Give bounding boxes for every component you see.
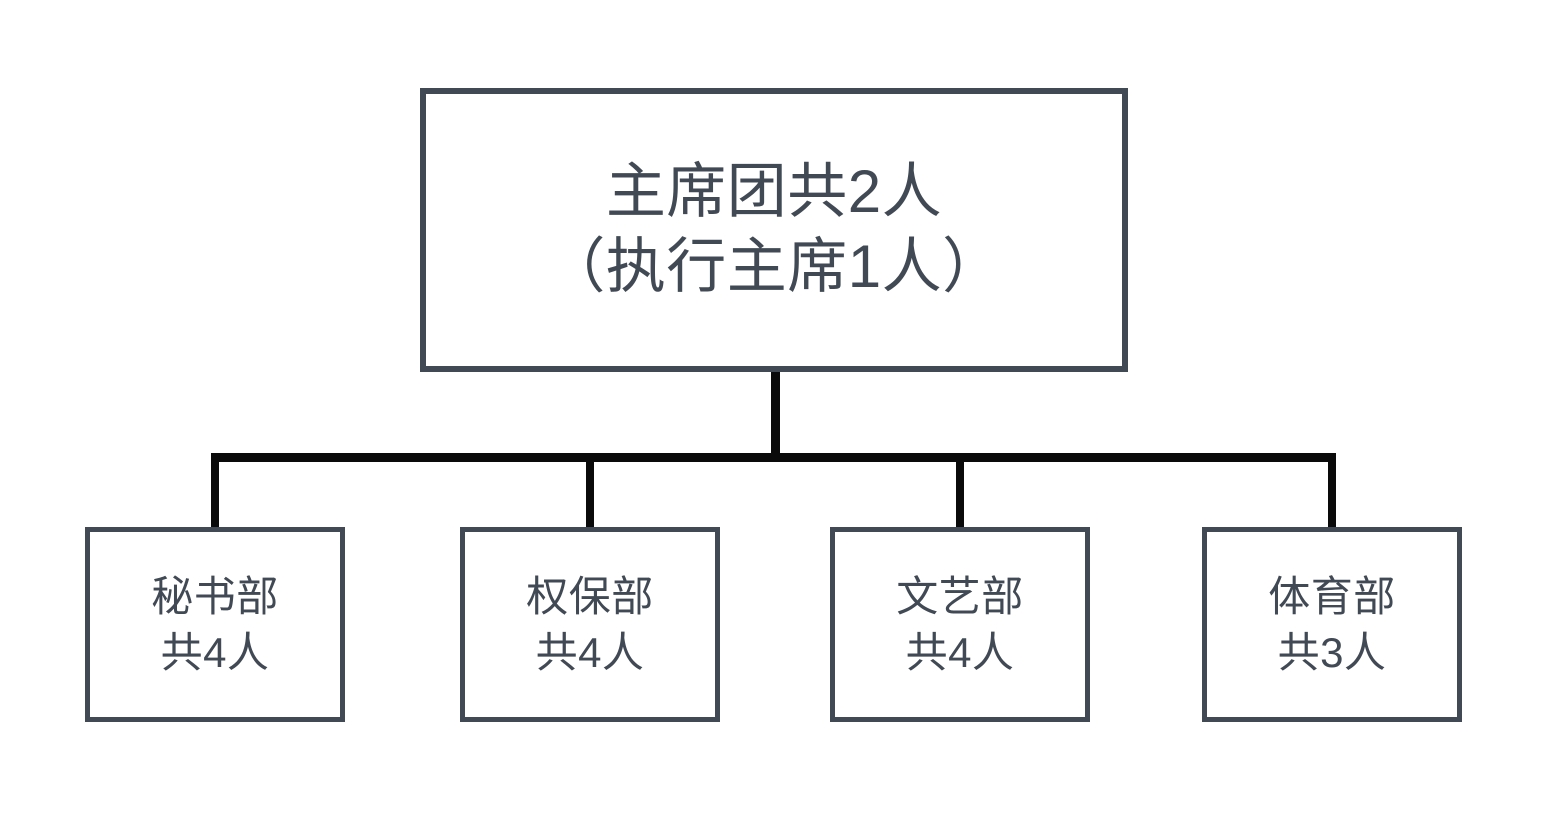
org-node-arts-line-1: 文艺部: [896, 572, 1024, 620]
connector-drop-child-2: [956, 453, 964, 529]
org-node-root[interactable]: 主席团共2人 （执行主席1人）: [420, 88, 1128, 372]
org-node-sports-line-1: 体育部: [1268, 572, 1396, 620]
org-node-sports[interactable]: 体育部 共3人: [1202, 527, 1462, 722]
connector-drop-child-0: [211, 453, 219, 529]
connector-drop-child-3: [1328, 453, 1336, 529]
connector-trunk-vertical: [771, 372, 780, 462]
org-node-rights-protection[interactable]: 权保部 共4人: [460, 527, 720, 722]
org-node-rights-protection-line-2: 共4人: [535, 628, 645, 676]
org-node-arts-line-2: 共4人: [905, 628, 1015, 676]
connector-bus-horizontal: [211, 453, 1336, 462]
org-node-arts[interactable]: 文艺部 共4人: [830, 527, 1090, 722]
org-node-secretariat-line-2: 共4人: [160, 628, 270, 676]
org-node-sports-line-2: 共3人: [1277, 628, 1387, 676]
org-node-rights-protection-line-1: 权保部: [526, 572, 654, 620]
connector-drop-child-1: [586, 453, 594, 529]
org-node-root-line-1: 主席团共2人: [605, 158, 943, 226]
org-node-root-line-2: （执行主席1人）: [545, 233, 1003, 300]
org-node-secretariat[interactable]: 秘书部 共4人: [85, 527, 345, 722]
org-node-secretariat-line-1: 秘书部: [151, 572, 279, 620]
